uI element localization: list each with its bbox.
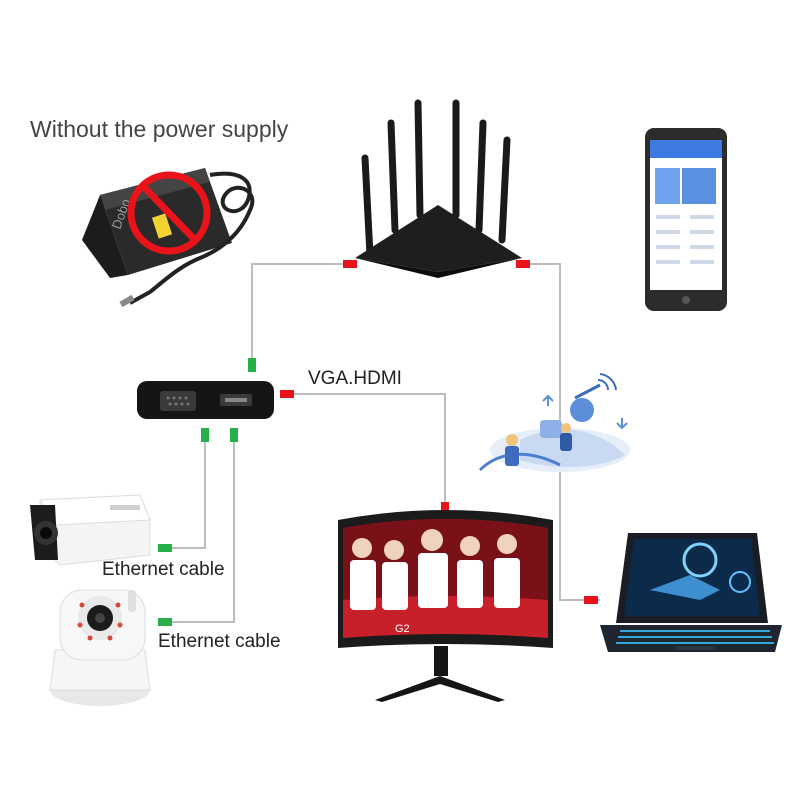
power-supply-label: Without the power supply <box>30 116 289 142</box>
monitor-caption: G2 <box>395 623 410 635</box>
cables <box>160 263 600 623</box>
hub-adapter-icon <box>137 381 274 419</box>
connector-green <box>158 618 172 626</box>
connector-red <box>343 260 357 268</box>
cable-hub-camera1 <box>160 432 206 549</box>
router-icon <box>355 99 522 278</box>
smartphone-icon <box>645 128 727 311</box>
no-sign-icon <box>127 171 211 255</box>
connector-green <box>248 358 256 372</box>
ethernet-cable-label-1: Ethernet cable <box>102 559 225 580</box>
connector-green <box>158 544 172 552</box>
ptz-camera-icon <box>49 589 151 706</box>
connector-green <box>230 428 238 442</box>
connectors <box>158 260 598 626</box>
connector-green <box>201 428 209 442</box>
ethernet-cable-label-2: Ethernet cable <box>158 631 281 652</box>
laptop-icon <box>600 533 782 652</box>
cable-hub-camera2 <box>160 432 235 623</box>
vga-hdmi-label: VGA.HDMI <box>308 368 402 389</box>
cable-router-hub <box>251 263 345 362</box>
monitor-icon: G2 <box>338 510 553 702</box>
connector-red <box>280 390 294 398</box>
cable-hub-monitor <box>290 393 446 505</box>
bullet-camera-icon <box>30 494 151 566</box>
connector-red <box>516 260 530 268</box>
connector-red <box>584 596 598 604</box>
network-illustration-icon <box>478 373 630 472</box>
connector-red <box>441 502 449 516</box>
power-adapter-icon: Dobo <box>82 168 255 308</box>
